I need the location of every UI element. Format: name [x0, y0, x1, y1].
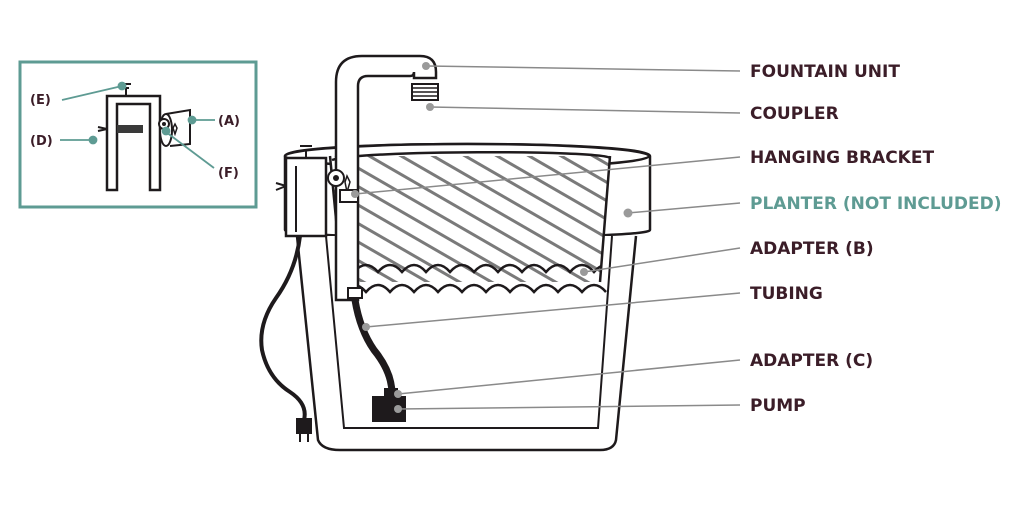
- label-pump: PUMP: [750, 396, 806, 416]
- label-fountain-unit: FOUNTAIN UNIT: [750, 62, 900, 82]
- label-hanging-bracket: HANGING BRACKET: [750, 148, 934, 168]
- label-adapter-c: ADAPTER (C): [750, 351, 873, 371]
- label-tubing: TUBING: [750, 284, 823, 304]
- label-coupler: COUPLER: [750, 104, 839, 124]
- inset-bracket: [105, 94, 162, 192]
- inset-label-f: (F): [218, 166, 239, 181]
- label-adapter-b: ADAPTER (B): [750, 239, 874, 259]
- label-planter: PLANTER (NOT INCLUDED): [750, 194, 1002, 214]
- inset-label-d: (D): [30, 134, 53, 149]
- fountain-unit: [327, 54, 439, 302]
- leader-lines: [351, 62, 741, 413]
- callout-labels: FOUNTAIN UNIT COUPLER HANGING BRACKET PL…: [750, 62, 1002, 416]
- tubing-and-pump: [259, 235, 406, 442]
- inset-label-e: (E): [30, 93, 51, 108]
- hanging-bracket: [275, 145, 328, 238]
- inset-label-a: (A): [218, 114, 240, 129]
- hanging-bowl: [328, 150, 612, 294]
- inset-detail-box: (E) (D) (A) (F): [18, 60, 258, 209]
